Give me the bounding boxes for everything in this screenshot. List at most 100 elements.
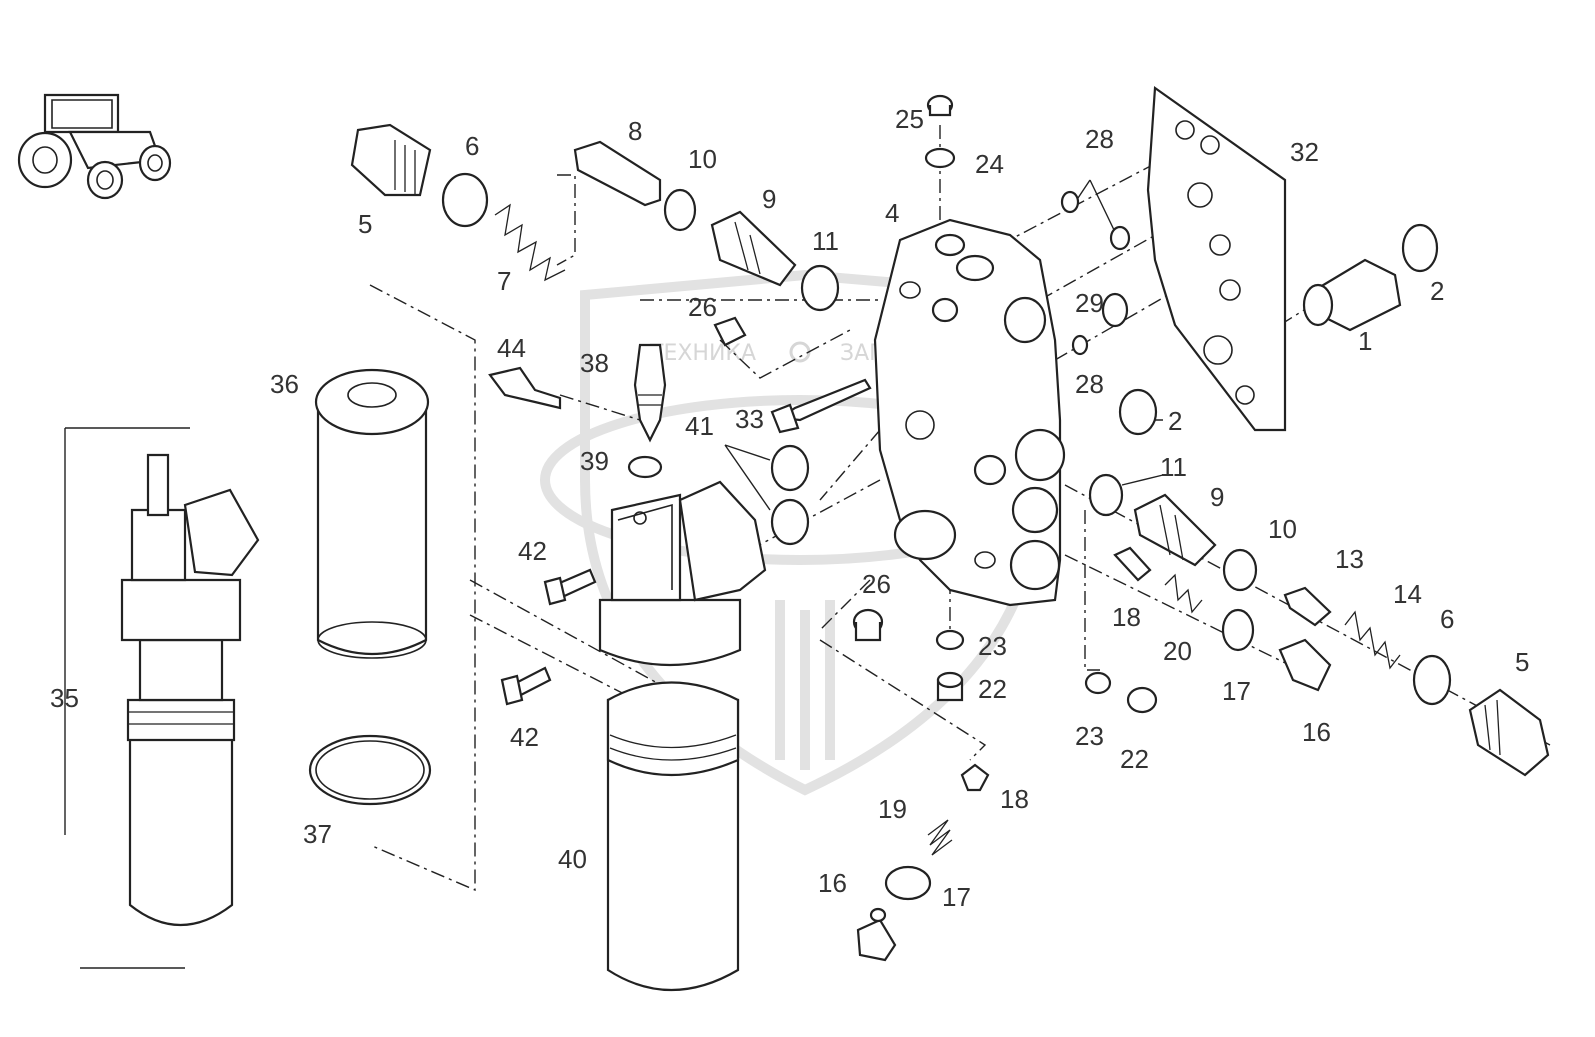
callout-2: 2 bbox=[1430, 276, 1444, 306]
o-ring-6-right bbox=[1412, 654, 1452, 706]
cap-18-right bbox=[1113, 546, 1152, 582]
callout-35: 35 bbox=[50, 683, 79, 713]
callout-17: 17 bbox=[942, 882, 971, 912]
callout-9: 9 bbox=[1210, 482, 1224, 512]
o-ring-11-right bbox=[1088, 473, 1124, 517]
callout-26: 26 bbox=[862, 569, 891, 599]
callout-16: 16 bbox=[1302, 717, 1331, 747]
plug-16-lower bbox=[856, 907, 897, 962]
callout-6: 6 bbox=[1440, 604, 1454, 634]
callout-42: 42 bbox=[518, 536, 547, 566]
spring-20 bbox=[1164, 573, 1203, 614]
gear-icon bbox=[789, 341, 811, 363]
valve-9-left bbox=[710, 210, 797, 287]
callout-22: 22 bbox=[978, 674, 1007, 704]
filter-housing-40 bbox=[606, 681, 740, 991]
callout-11: 11 bbox=[812, 226, 839, 256]
callout-37: 37 bbox=[303, 819, 332, 849]
callout-5: 5 bbox=[358, 209, 372, 239]
o-ring-39 bbox=[627, 455, 663, 479]
o-ring-28-low bbox=[1071, 334, 1089, 356]
o-ring-28-mid bbox=[1109, 225, 1131, 251]
plug-5-left bbox=[350, 123, 432, 197]
o-ring-10-left bbox=[663, 188, 697, 232]
o-ring-17-right bbox=[1221, 608, 1255, 652]
callout-16: 16 bbox=[818, 868, 847, 898]
callout-5: 5 bbox=[1515, 647, 1529, 677]
o-ring-29 bbox=[1101, 292, 1129, 328]
o-ring-2-right bbox=[1401, 223, 1439, 273]
callout-9: 9 bbox=[762, 184, 776, 214]
gasket-32 bbox=[1146, 85, 1287, 432]
callout-1: 1 bbox=[1358, 326, 1372, 356]
callout-42: 42 bbox=[510, 722, 539, 752]
washer-23-center bbox=[935, 629, 965, 651]
tractor-icon bbox=[17, 93, 172, 200]
bolt-42-upper bbox=[543, 568, 597, 606]
callout-20: 20 bbox=[1163, 636, 1192, 666]
o-ring-11-left bbox=[800, 264, 840, 312]
plug-25 bbox=[926, 94, 954, 117]
callout-29: 29 bbox=[1075, 288, 1104, 318]
plug-26-lower bbox=[852, 608, 884, 642]
callout-10: 10 bbox=[688, 144, 717, 174]
callout-38: 38 bbox=[580, 348, 609, 378]
o-ring-41-upper bbox=[770, 444, 810, 492]
washer-24 bbox=[924, 147, 956, 169]
callout-44: 44 bbox=[497, 333, 526, 363]
spool-8 bbox=[573, 140, 662, 207]
filter-assembly-35 bbox=[120, 453, 260, 926]
o-ring-10-right bbox=[1222, 548, 1258, 592]
valve-9-right bbox=[1133, 493, 1217, 567]
leader-lines bbox=[64, 125, 1551, 969]
spring-14 bbox=[1344, 610, 1401, 670]
callout-40: 40 bbox=[558, 844, 587, 874]
callout-28: 28 bbox=[1075, 369, 1104, 399]
callout-18: 18 bbox=[1112, 602, 1141, 632]
callout-7: 7 bbox=[497, 266, 511, 296]
callout-25: 25 bbox=[895, 104, 924, 134]
callout-28: 28 bbox=[1085, 124, 1114, 154]
callout-41: 41 bbox=[685, 411, 714, 441]
watermark-text-left: ТЕХНИКА bbox=[649, 341, 756, 366]
callout-10: 10 bbox=[1268, 514, 1297, 544]
filter-head bbox=[598, 480, 767, 667]
callout-6: 6 bbox=[465, 131, 479, 161]
callout-26: 26 bbox=[688, 292, 717, 322]
callout-4: 4 bbox=[885, 198, 899, 228]
plug-5-right bbox=[1468, 688, 1550, 777]
plug-26-upper bbox=[713, 316, 747, 347]
callout-32: 32 bbox=[1290, 137, 1319, 167]
callout-39: 39 bbox=[580, 446, 609, 476]
spring-19 bbox=[927, 819, 953, 856]
sleeve-1 bbox=[1302, 258, 1402, 332]
callout-36: 36 bbox=[270, 369, 299, 399]
callout-13: 13 bbox=[1335, 544, 1364, 574]
fitting-38 bbox=[633, 343, 667, 443]
o-ring-28-top bbox=[1060, 190, 1080, 214]
washer-23-right bbox=[1084, 671, 1112, 695]
sensor-44 bbox=[488, 366, 562, 410]
callout-33: 33 bbox=[735, 404, 764, 434]
piston-13 bbox=[1283, 586, 1332, 627]
callout-18: 18 bbox=[1000, 784, 1029, 814]
callout-23: 23 bbox=[1075, 721, 1104, 751]
valve-body-4 bbox=[873, 218, 1066, 607]
o-ring-17-lower bbox=[884, 865, 932, 901]
callout-22: 22 bbox=[1120, 744, 1149, 774]
callout-11: 11 bbox=[1160, 452, 1187, 482]
o-ring-41-lower bbox=[770, 498, 810, 546]
bolt-42-lower bbox=[500, 666, 552, 706]
filter-element-36 bbox=[314, 368, 430, 659]
callout-24: 24 bbox=[975, 149, 1004, 179]
callout-23: 23 bbox=[978, 631, 1007, 661]
callout-2: 2 bbox=[1168, 406, 1182, 436]
plug-22-center bbox=[936, 671, 964, 702]
spring-7 bbox=[494, 203, 566, 282]
callout-19: 19 bbox=[878, 794, 907, 824]
seal-ring-37 bbox=[308, 734, 432, 806]
o-ring-6-left bbox=[441, 172, 489, 228]
plug-16-right bbox=[1278, 638, 1332, 692]
callout-14: 14 bbox=[1393, 579, 1422, 609]
